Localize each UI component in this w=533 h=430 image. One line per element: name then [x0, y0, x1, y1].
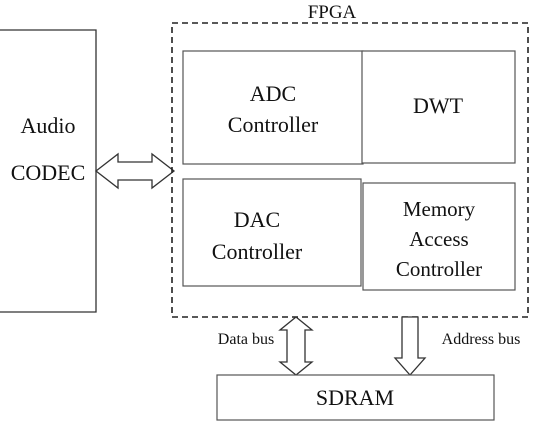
- data-bus-label: Data bus: [218, 331, 274, 348]
- fpga-dashed-boundary: [171, 22, 529, 318]
- dac-controller-label-line1: DAC: [234, 207, 280, 232]
- data-bus: Data bus: [218, 316, 314, 376]
- memory-access-controller-label-line3: Controller: [396, 257, 482, 281]
- adc-controller-box: [182, 50, 364, 165]
- codec-fpga-bidirectional-arrow: [94, 152, 176, 190]
- fpga-title: FPGA: [308, 2, 357, 23]
- memory-access-controller-label-line1: Memory: [403, 197, 476, 221]
- address-bus-label: Address bus: [442, 331, 521, 348]
- dac-controller-block: DAC Controller: [182, 178, 362, 287]
- audio-codec-block: Audio CODEC: [0, 29, 97, 313]
- dac-controller-label-line2: Controller: [212, 239, 303, 264]
- memory-access-controller-block: Memory Access Controller: [362, 182, 516, 291]
- dwt-block: DWT: [361, 50, 516, 164]
- memory-access-controller-label-line2: Access: [409, 227, 468, 251]
- adc-controller-label-line2: Controller: [228, 112, 319, 137]
- fpga-block: FPGA: [171, 2, 529, 318]
- audio-codec-label-line2: CODEC: [11, 160, 86, 185]
- dwt-label: DWT: [413, 93, 464, 118]
- adc-controller-block: ADC Controller: [182, 50, 364, 165]
- audio-codec-label-line1: Audio: [21, 113, 76, 138]
- sdram-box: [216, 374, 495, 421]
- address-bus: Address bus: [393, 316, 521, 376]
- address-bus-arrow: [393, 316, 427, 376]
- data-bus-bidirectional-arrow: [278, 316, 314, 376]
- dwt-box: [361, 50, 516, 164]
- memory-access-controller-box: [362, 182, 516, 291]
- adc-controller-label-line1: ADC: [250, 81, 296, 106]
- sdram-label: SDRAM: [316, 385, 394, 410]
- sdram-block: SDRAM: [216, 374, 495, 421]
- dac-controller-box: [182, 178, 362, 287]
